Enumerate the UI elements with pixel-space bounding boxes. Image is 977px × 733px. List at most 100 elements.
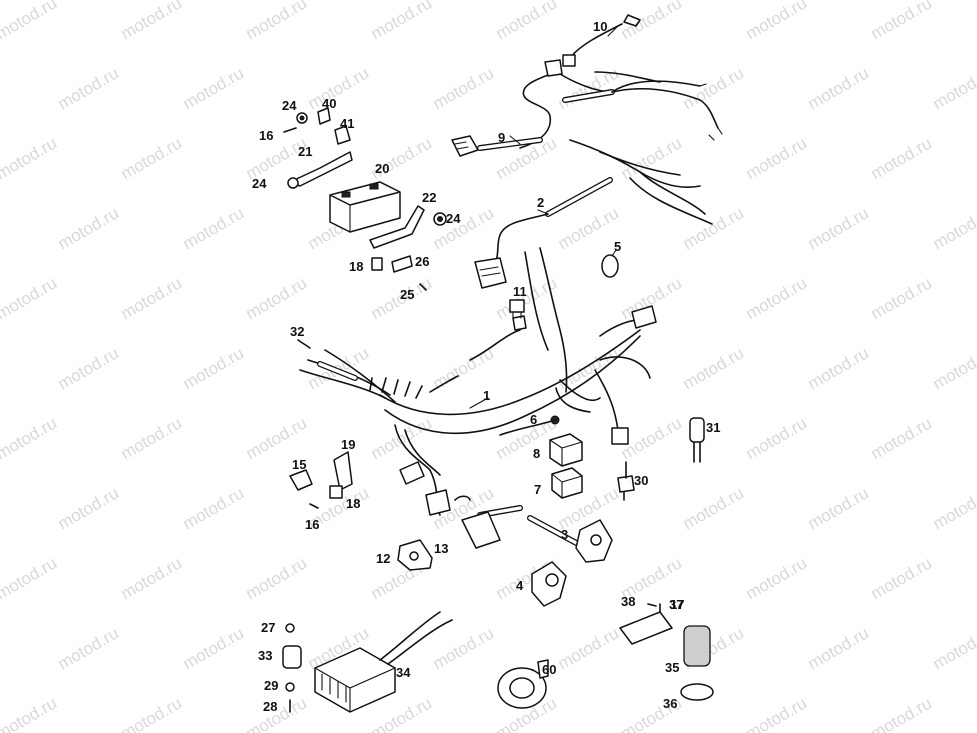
part-60-horn [497,659,549,709]
watermark-text: motod.ru [618,0,686,43]
watermark-text: motod.ru [0,693,60,733]
callout-36: 36 [663,696,677,711]
callout-31: 31 [706,420,720,435]
watermark-text: motod.ru [243,273,311,323]
callout-26: 26 [415,254,429,269]
watermark-text: motod.ru [743,273,811,323]
callout-labels: 1 2 3 4 5 6 7 8 9 10 11 12 13 15 16 16 1… [252,19,720,714]
part-3-switch [527,515,613,563]
watermark-text: motod.ru [243,0,311,43]
watermark-text: motod.ru [118,553,186,603]
part-31-capacitor [689,417,705,463]
watermark-text: motod.ru [55,623,123,673]
watermark-text: motod.ru [493,0,561,43]
part-8-relay [549,433,583,467]
watermark-text: motod.ru [430,623,498,673]
small-fasteners [283,107,447,291]
callout-24-right: 24 [446,211,461,226]
callout-5: 5 [614,239,621,254]
callout-18-lower: 18 [346,496,360,511]
watermark-text: motod.ru [430,203,498,253]
parts-35-38-canister [619,603,714,701]
clutch-switch-assembly [397,505,523,571]
callout-10: 10 [593,19,607,34]
callout-8: 8 [533,446,540,461]
callout-25: 25 [400,287,414,302]
callout-60: 60 [542,662,556,677]
callout-22: 22 [422,190,436,205]
leader-lines [469,25,619,409]
callout-32: 32 [290,324,304,339]
watermark-text: motod.ru [868,693,936,733]
watermark-text: motod.ru [368,0,436,43]
part-5-ring [601,254,619,278]
part-9-10-harness [451,14,723,157]
watermark-text: motod.ru [805,63,873,113]
callout-30: 30 [634,473,648,488]
watermark-text: motod.ru [680,63,748,113]
watermark-text: motod.ru [55,63,123,113]
watermark-text: motod.ru [555,63,623,113]
parts-27-33-fasteners [282,623,302,713]
callout-2: 2 [537,195,544,210]
watermark-text: motod.ru [430,63,498,113]
watermark-text: motod.ru [0,0,60,43]
watermark-text: motod.ru [868,0,936,43]
watermark-text: motod.ru [118,693,186,733]
part-30-switch [617,461,635,501]
callout-16-upper: 16 [259,128,273,143]
callout-19: 19 [341,437,355,452]
watermark-text: motod.ru [0,553,60,603]
part-20-battery [329,181,401,233]
part-11-fuse [509,299,525,319]
callout-35: 35 [665,660,679,675]
callout-18-upper: 18 [349,259,363,274]
watermark-text: motod.ru [180,483,248,533]
part-7-relay [551,467,583,499]
watermark-text: motod.ru [930,63,977,113]
watermark-text: motod.ru [618,133,686,183]
watermark-text: motod.ru [743,693,811,733]
callout-37-label: 37 [669,597,683,612]
callout-27: 27 [261,620,275,635]
watermark-text: motod.ru [0,413,60,463]
watermark-text: motod.ru [680,483,748,533]
callout-17: 17 [670,597,684,612]
watermark-text: motod.ru [555,623,623,673]
callout-1: 1 [483,388,490,403]
callout-20: 20 [375,161,389,176]
callout-33: 33 [258,648,272,663]
part-1-main-harness [299,305,657,516]
part-32-connector [297,339,311,349]
watermark-text: motod.ru [930,483,977,533]
part-21-bracket [289,151,353,187]
watermark-text: motod.ru [743,413,811,463]
watermark-text: motod.ru [55,483,123,533]
watermark-text: motod.ru [180,203,248,253]
watermark-text: motod.ru [555,203,623,253]
part-2-harness [474,139,713,393]
callout-13: 13 [434,541,448,556]
watermark-text: motod.ru [868,273,936,323]
part-6-connector [499,415,560,436]
watermark-text: motod.ru [680,343,748,393]
part-22-bracket [369,205,425,249]
watermark-text: motod.ru [743,0,811,43]
watermark-text: motod.ru [930,203,977,253]
watermark-text: motod.ru [805,483,873,533]
watermark-text: motod.ru [868,553,936,603]
callout-16-lower: 16 [305,517,319,532]
watermark-text: motod.ru [118,0,186,43]
callout-15: 15 [292,457,306,472]
watermark-text: motod.ru [180,63,248,113]
callout-24-top: 24 [282,98,297,113]
watermark-text: motod.ru [805,623,873,673]
watermark-text: motod.ru [0,273,60,323]
watermark-text: motod.ru [868,413,936,463]
callout-11: 11 [513,284,527,299]
callout-29: 29 [264,678,278,693]
watermark-text: motod.ru [868,133,936,183]
